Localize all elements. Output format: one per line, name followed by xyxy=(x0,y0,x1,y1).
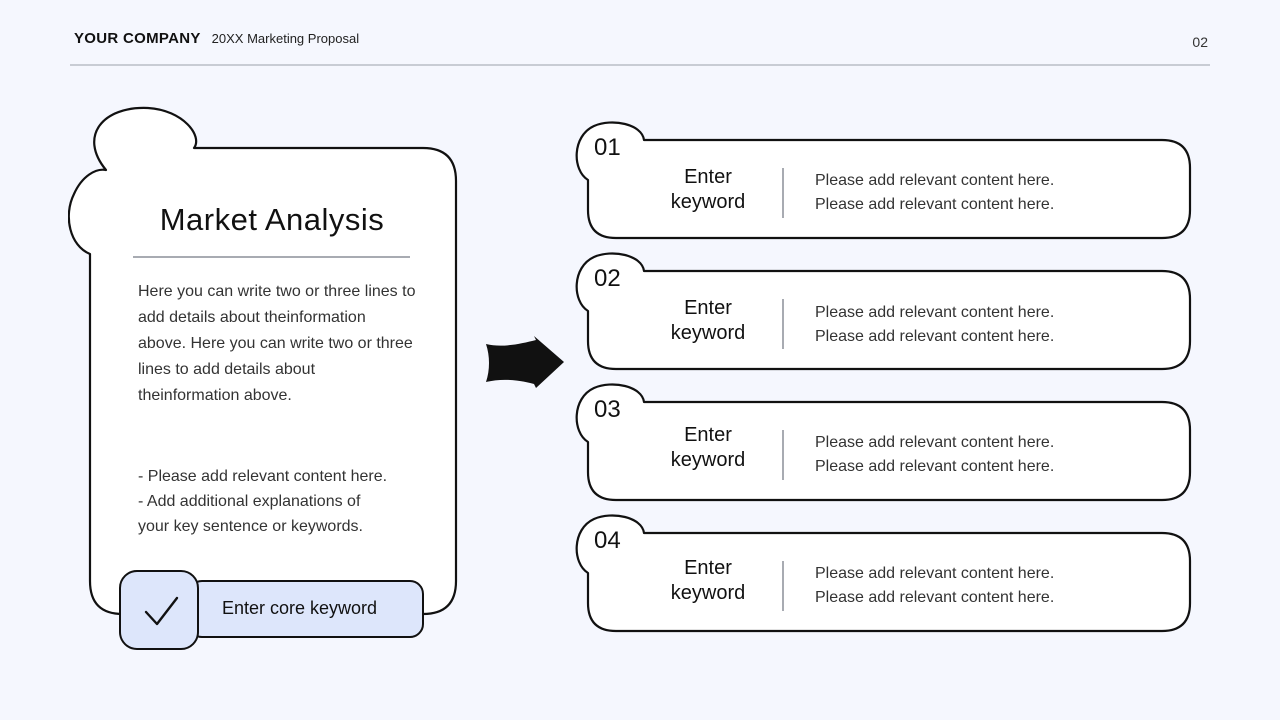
list-item: 04 Enter keyword Please add relevant con… xyxy=(572,511,1194,635)
checkmark-icon xyxy=(144,596,179,626)
right-arrow-icon xyxy=(486,336,564,388)
item-content: Please add relevant content here. Please… xyxy=(815,431,1054,479)
item-content: Please add relevant content here. Please… xyxy=(815,301,1054,349)
list-item: 03 Enter keyword Please add relevant con… xyxy=(572,380,1194,504)
presentation-title: 20XX Marketing Proposal xyxy=(211,31,360,46)
bullet-item: your key sentence or keywords. xyxy=(138,518,363,535)
item-divider xyxy=(782,168,784,218)
keyword-line: keyword xyxy=(670,322,746,344)
content-line: Please add relevant content here. xyxy=(815,328,1055,345)
check-badge xyxy=(119,570,199,650)
slide-header: YOUR COMPANY 20XX Marketing Proposal xyxy=(74,30,359,47)
list-item: 01 Enter keyword Please add relevant con… xyxy=(572,118,1194,242)
item-keyword: Enter keyword xyxy=(658,165,758,215)
tab-card-shape xyxy=(575,514,1192,633)
tab-card-shape xyxy=(575,252,1192,371)
company-name: YOUR COMPANY xyxy=(74,30,201,47)
content-line: Please add relevant content here. xyxy=(815,172,1055,189)
item-keyword: Enter keyword xyxy=(658,423,758,473)
content-line: Please add relevant content here. xyxy=(815,304,1055,321)
keyword-line: keyword xyxy=(670,191,746,213)
keyword-line: Enter xyxy=(684,166,732,188)
content-line: Please add relevant content here. xyxy=(815,458,1055,475)
item-divider xyxy=(782,561,784,611)
card-title: Market Analysis xyxy=(159,202,385,237)
content-line: Please add relevant content here. xyxy=(815,589,1055,606)
keyword-line: Enter xyxy=(684,557,732,579)
keyword-line: keyword xyxy=(670,449,746,471)
tab-card-shape xyxy=(575,383,1192,502)
market-analysis-card: Market Analysis Here you can write two o… xyxy=(68,106,460,616)
item-number: 02 xyxy=(594,265,621,292)
content-line: Please add relevant content here. xyxy=(815,565,1055,582)
content-line: Please add relevant content here. xyxy=(815,434,1055,451)
page-number: 02 xyxy=(1192,34,1208,50)
bullet-item: - Add additional explanations of xyxy=(138,493,361,510)
core-keyword-pill xyxy=(188,580,424,638)
item-content: Please add relevant content here. Please… xyxy=(815,562,1054,610)
header-divider xyxy=(70,64,1210,66)
card-description: Here you can write two or three lines to… xyxy=(138,283,416,404)
core-keyword-label: Enter core keyword xyxy=(222,598,378,618)
item-number: 04 xyxy=(594,527,621,554)
keyword-line: Enter xyxy=(684,297,732,319)
content-line: Please add relevant content here. xyxy=(815,196,1055,213)
cloud-card-shape xyxy=(68,106,458,616)
card-bullet-list: - Please add relevant content here. - Ad… xyxy=(138,464,438,539)
keyword-line: Enter xyxy=(684,424,732,446)
title-divider xyxy=(133,256,410,258)
item-keyword: Enter keyword xyxy=(658,296,758,346)
item-divider xyxy=(782,299,784,349)
tab-card-shape xyxy=(575,121,1192,240)
item-number: 01 xyxy=(594,134,621,161)
bullet-item: - Please add relevant content here. xyxy=(138,468,388,485)
item-keyword: Enter keyword xyxy=(658,556,758,606)
keyword-line: keyword xyxy=(670,582,746,604)
item-number: 03 xyxy=(594,396,621,423)
item-content: Please add relevant content here. Please… xyxy=(815,169,1054,217)
item-divider xyxy=(782,430,784,480)
list-item: 02 Enter keyword Please add relevant con… xyxy=(572,249,1194,373)
